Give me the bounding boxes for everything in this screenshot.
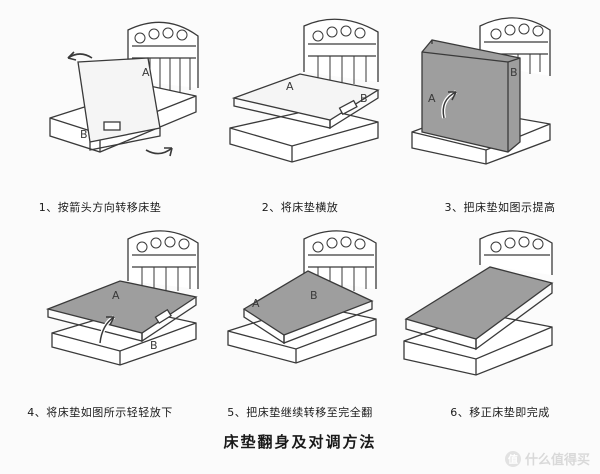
step-6-panel: 6、移正床垫即完成: [400, 205, 600, 419]
step-5-label-a: A: [252, 297, 260, 310]
watermark-badge-icon: 值: [504, 450, 521, 467]
step-3-label-b: B: [510, 66, 518, 79]
watermark-text: 什么值得买: [524, 453, 590, 468]
step-2-label-a: A: [286, 80, 294, 93]
step-1-label-a: A: [142, 66, 150, 79]
step-3-caption: 3、把床垫如图示提高: [444, 201, 556, 214]
step-4-panel: A B 4、将床垫如图所示轻轻放下: [0, 205, 200, 419]
step-4-caption: 4、将床垫如图所示轻轻放下: [27, 406, 173, 419]
step-6-illustration: [403, 230, 554, 376]
step-4-label-b: B: [150, 339, 158, 352]
step-1-panel: A B 1、按箭头方向转移床垫: [0, 0, 200, 214]
step-2-panel: A B 2、将床垫横放: [200, 0, 400, 214]
step-2-label-b: B: [360, 92, 368, 105]
diagram-title: 床垫翻身及对调方法: [223, 433, 377, 451]
step-5-caption: 5、把床垫继续转移至完全翻: [227, 406, 373, 419]
step-1-illustration: A B: [49, 21, 199, 157]
step-3-label-a: A: [428, 92, 436, 105]
step-6-caption: 6、移正床垫即完成: [450, 406, 550, 419]
step-5-illustration: B A: [227, 230, 377, 364]
step-5-label-b: B: [310, 289, 318, 302]
step-5-panel: B A 5、把床垫继续转移至完全翻: [200, 205, 400, 419]
step-3-panel: A B 3、把床垫如图示提高: [400, 0, 600, 214]
step-3-illustration: A B: [411, 17, 551, 165]
step-2-illustration: A B: [229, 18, 380, 163]
step-1-label-b: B: [80, 128, 88, 141]
step-4-illustration: A B: [45, 230, 199, 366]
step-4-label-a: A: [112, 289, 120, 302]
step-2-caption: 2、将床垫横放: [261, 201, 339, 214]
step-1-caption: 1、按箭头方向转移床垫: [38, 201, 162, 214]
watermark: 值 什么值得买: [504, 449, 590, 468]
